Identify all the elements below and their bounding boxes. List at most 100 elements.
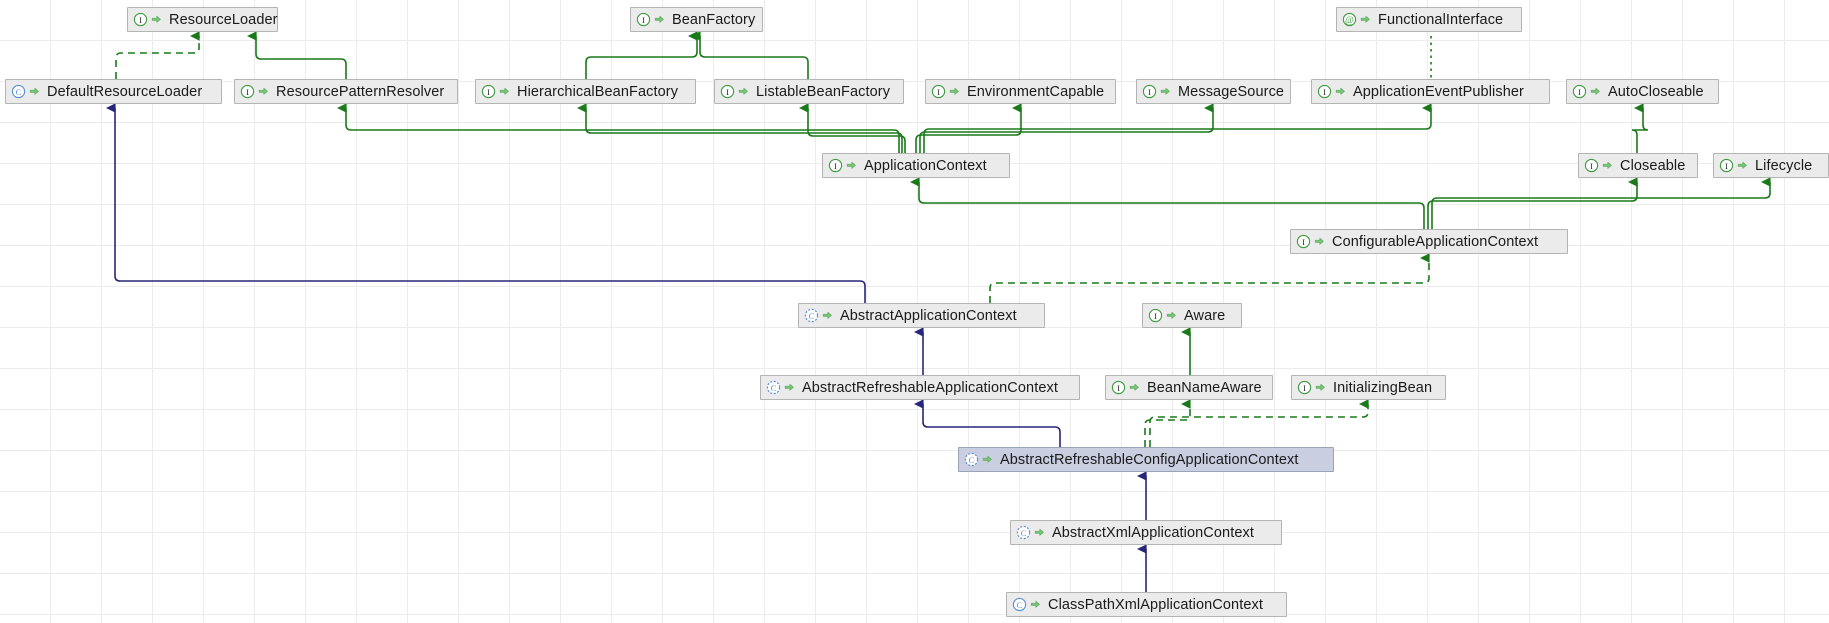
node-icons: I xyxy=(931,84,960,99)
edge-ApplicationContext-to-EnvironmentCapable[interactable] xyxy=(915,103,1022,153)
class-node-ListableBeanFactory[interactable]: I ListableBeanFactory xyxy=(714,79,904,104)
public-visibility-icon xyxy=(846,161,856,169)
node-icons: I xyxy=(1297,380,1326,395)
svg-text:I: I xyxy=(1154,311,1157,321)
node-icons: I xyxy=(133,12,162,27)
node-icons: I xyxy=(1719,158,1748,173)
class-node-label: InitializingBean xyxy=(1333,379,1433,396)
svg-text:I: I xyxy=(139,15,142,25)
interface-icon: I xyxy=(1719,158,1734,173)
class-node-HierarchicalBeanFactory[interactable]: I HierarchicalBeanFactory xyxy=(475,79,696,104)
interface-icon: I xyxy=(1297,380,1312,395)
public-visibility-icon xyxy=(1314,237,1324,245)
edge-ConfigurableApplicationContext-to-Lifecycle[interactable] xyxy=(1431,177,1771,229)
class-node-InitializingBean[interactable]: I InitializingBean xyxy=(1291,375,1446,400)
class-node-label: ApplicationContext xyxy=(864,157,987,174)
class-node-FunctionalInterface[interactable]: @ FunctionalInterface xyxy=(1336,7,1522,32)
edge-AbstractApplicationContext-to-ConfigurableApplicationContext[interactable] xyxy=(989,253,1430,303)
node-icons: I xyxy=(1296,234,1325,249)
edge-ApplicationContext-to-ListableBeanFactory[interactable] xyxy=(798,103,906,153)
public-visibility-icon xyxy=(1166,311,1176,319)
node-icons: C xyxy=(766,380,795,395)
class-node-label: Closeable xyxy=(1620,157,1686,174)
node-icons: I xyxy=(1142,84,1171,99)
interface-icon: I xyxy=(1317,84,1332,99)
edge-Closeable-to-AutoCloseable[interactable] xyxy=(1631,103,1649,153)
svg-text:I: I xyxy=(1117,383,1120,393)
edge-AbstractRefreshableConfigApplicationContext-to-BeanNameAware[interactable] xyxy=(1144,399,1191,447)
edge-ResourcePatternResolver-to-ResourceLoader[interactable] xyxy=(246,31,347,79)
svg-text:C: C xyxy=(969,455,975,465)
interface-icon: I xyxy=(1111,380,1126,395)
public-visibility-icon xyxy=(1737,161,1747,169)
node-icons: C xyxy=(964,452,993,467)
edge-AbstractApplicationContext-to-DefaultResourceLoader[interactable] xyxy=(105,103,866,303)
public-visibility-icon xyxy=(822,311,832,319)
edge-ApplicationContext-to-ApplicationEventPublisher[interactable] xyxy=(923,103,1432,153)
edge-DefaultResourceLoader-to-ResourceLoader[interactable] xyxy=(115,31,200,79)
node-icons: I xyxy=(481,84,510,99)
class-node-label: AutoCloseable xyxy=(1608,83,1704,100)
class-node-Lifecycle[interactable]: I Lifecycle xyxy=(1713,153,1829,178)
class-node-label: Lifecycle xyxy=(1755,157,1813,174)
edge-ConfigurableApplicationContext-to-Closeable[interactable] xyxy=(1427,177,1638,229)
class-node-label: ListableBeanFactory xyxy=(756,83,891,100)
class-node-label: FunctionalInterface xyxy=(1378,11,1504,28)
class-node-label: AbstractRefreshableConfigApplicationCont… xyxy=(1000,451,1299,468)
svg-text:I: I xyxy=(642,15,645,25)
interface-icon: I xyxy=(720,84,735,99)
public-visibility-icon xyxy=(1034,528,1044,536)
class-node-label: HierarchicalBeanFactory xyxy=(517,83,679,100)
abstract-class-icon: C xyxy=(766,380,781,395)
svg-text:I: I xyxy=(246,87,249,97)
interface-icon: I xyxy=(1142,84,1157,99)
svg-text:I: I xyxy=(1148,87,1151,97)
class-node-AbstractRefreshableApplicationContext[interactable]: C AbstractRefreshableApplicationContext xyxy=(760,375,1080,400)
public-visibility-icon xyxy=(1335,87,1345,95)
public-visibility-icon xyxy=(1602,161,1612,169)
class-node-AbstractRefreshableConfigApplicationContext[interactable]: C AbstractRefreshableConfigApplicationCon… xyxy=(958,447,1334,472)
edge-ListableBeanFactory-to-BeanFactory[interactable] xyxy=(690,31,809,79)
public-visibility-icon xyxy=(151,15,161,23)
class-node-label: BeanFactory xyxy=(672,11,756,28)
edge-ApplicationContext-to-MessageSource[interactable] xyxy=(919,103,1214,153)
edge-AbstractRefreshableConfigApplicationContext-to-AbstractRefreshableApplicationContext[interactable] xyxy=(913,399,1061,447)
node-icons: I xyxy=(828,158,857,173)
edge-AbstractRefreshableConfigApplicationContext-to-InitializingBean[interactable] xyxy=(1149,399,1369,447)
edge-ConfigurableApplicationContext-to-ApplicationContext[interactable] xyxy=(909,177,1425,229)
interface-icon: I xyxy=(481,84,496,99)
node-icons: I xyxy=(720,84,749,99)
node-icons: @ xyxy=(1342,12,1371,27)
interface-icon: I xyxy=(133,12,148,27)
class-node-BeanFactory[interactable]: I BeanFactory xyxy=(630,7,763,32)
class-node-EnvironmentCapable[interactable]: I EnvironmentCapable xyxy=(925,79,1116,104)
public-visibility-icon xyxy=(258,87,268,95)
svg-text:I: I xyxy=(487,87,490,97)
annotation-icon: @ xyxy=(1342,12,1357,27)
class-node-label: AbstractRefreshableApplicationContext xyxy=(802,379,1058,396)
public-visibility-icon xyxy=(982,455,992,463)
edge-HierarchicalBeanFactory-to-BeanFactory[interactable] xyxy=(585,31,698,79)
class-node-ApplicationContext[interactable]: I ApplicationContext xyxy=(822,153,1010,178)
interface-icon: I xyxy=(1296,234,1311,249)
interface-icon: I xyxy=(931,84,946,99)
class-node-label: EnvironmentCapable xyxy=(967,83,1105,100)
public-visibility-icon xyxy=(1590,87,1600,95)
svg-text:I: I xyxy=(937,87,940,97)
node-icons: I xyxy=(1148,308,1177,323)
edge-ApplicationContext-to-ResourcePatternResolver[interactable] xyxy=(336,103,900,153)
